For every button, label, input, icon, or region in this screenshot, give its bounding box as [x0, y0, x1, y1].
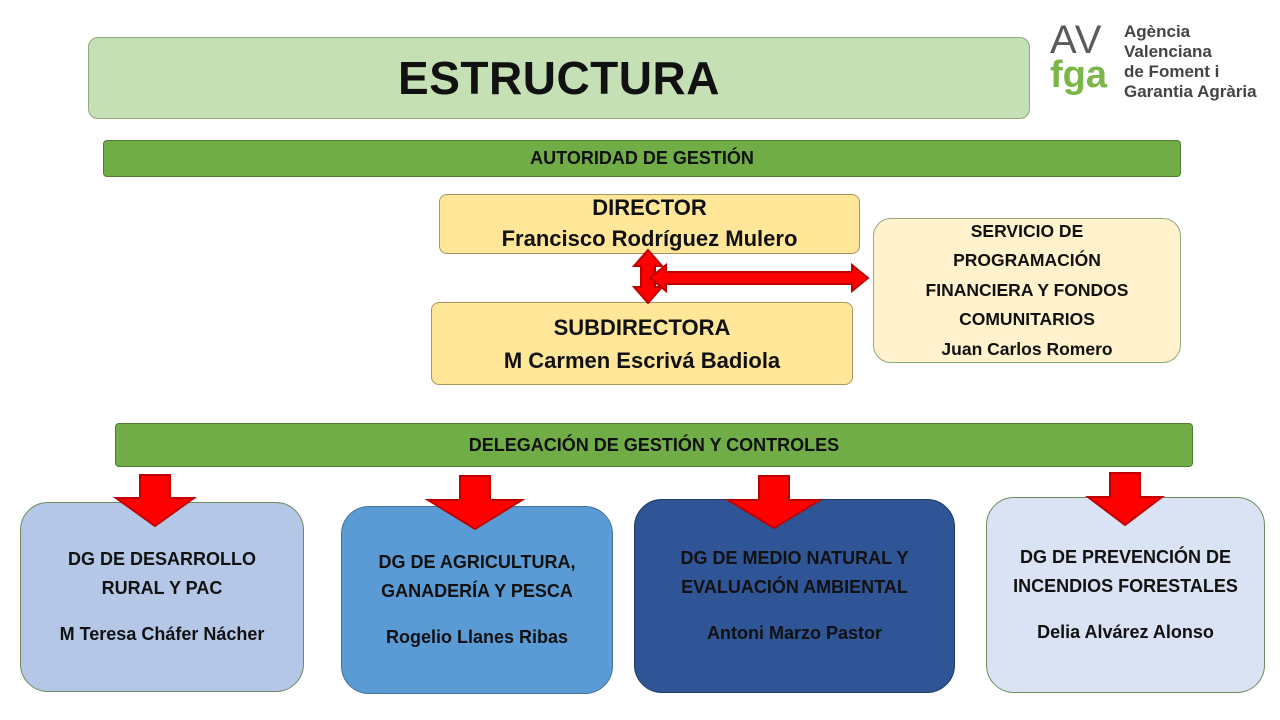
dg-director-name: Antoni Marzo Pastor: [706, 623, 882, 644]
dg-director-name: Delia Alvárez Alonso: [1037, 622, 1214, 643]
page-title: ESTRUCTURA: [398, 52, 720, 104]
servicio-box: SERVICIO DE PROGRAMACIÓN FINANCIERA Y FO…: [873, 218, 1181, 363]
servicio-line4: COMUNITARIOS: [959, 309, 1095, 330]
subdirectora-role: SUBDIRECTORA: [553, 314, 731, 340]
director-name: Francisco Rodríguez Mulero: [501, 226, 798, 251]
servicio-line2: PROGRAMACIÓN: [953, 250, 1101, 271]
dg-title-line2: INCENDIOS FORESTALES: [1013, 575, 1238, 596]
dg-title-line1: DG DE AGRICULTURA,: [378, 551, 576, 572]
logo-av: AV: [1050, 18, 1103, 62]
servicio-line3: FINANCIERA Y FONDOS: [925, 279, 1129, 300]
agency-logo: AV fga Agència Valenciana de Foment i Ga…: [1048, 18, 1268, 102]
dg-director-name: M Teresa Cháfer Nácher: [59, 624, 265, 645]
dg-title-line1: DG DE DESARROLLO: [67, 548, 256, 569]
subdirectora-name: M Carmen Escrivá Badiola: [503, 347, 781, 373]
dg-box-incendios: DG DE PREVENCIÓN DE INCENDIOS FORESTALES…: [986, 497, 1265, 693]
down-arrow-dg1: [112, 474, 198, 528]
down-arrow-dg3: [724, 475, 824, 530]
delegacion-label: DELEGACIÓN DE GESTIÓN Y CONTROLES: [468, 434, 840, 455]
dg-title-line2: GANADERÍA Y PESCA: [381, 580, 573, 601]
title-banner: ESTRUCTURA: [88, 37, 1030, 119]
dg-title-line2: RURAL Y PAC: [101, 577, 223, 598]
double-arrow-horizontal: [648, 262, 870, 294]
servicio-line1: SERVICIO DE: [970, 221, 1084, 242]
dg-title-line2: EVALUACIÓN AMBIENTAL: [681, 576, 908, 597]
down-arrow-dg4: [1085, 472, 1165, 527]
servicio-name: Juan Carlos Romero: [941, 338, 1113, 359]
autoridad-band: AUTORIDAD DE GESTIÓN: [103, 140, 1181, 177]
autoridad-label: AUTORIDAD DE GESTIÓN: [530, 148, 754, 168]
dg-title-line1: DG DE MEDIO NATURAL Y: [680, 547, 909, 568]
dg-box-medio-natural: DG DE MEDIO NATURAL Y EVALUACIÓN AMBIENT…: [634, 499, 955, 693]
dg-director-name: Rogelio Llanes Ribas: [385, 627, 569, 648]
down-arrow-dg2: [424, 475, 526, 531]
double-arrow-vertical: [631, 248, 665, 305]
dg-title-line1: DG DE PREVENCIÓN DE: [1019, 546, 1232, 567]
director-box: DIRECTOR Francisco Rodríguez Mulero: [439, 194, 860, 254]
logo-org-name: Agència Valenciana de Foment i Garantia …: [1124, 22, 1257, 102]
dg-box-agricultura: DG DE AGRICULTURA, GANADERÍA Y PESCA Rog…: [341, 506, 613, 694]
subdirectora-box: SUBDIRECTORA M Carmen Escrivá Badiola: [431, 302, 853, 385]
director-role: DIRECTOR: [592, 195, 707, 221]
delegacion-band: DELEGACIÓN DE GESTIÓN Y CONTROLES: [115, 423, 1193, 467]
dg-box-desarrollo-rural: DG DE DESARROLLO RURAL Y PAC M Teresa Ch…: [20, 502, 304, 692]
logo-fga: fga: [1050, 54, 1107, 96]
